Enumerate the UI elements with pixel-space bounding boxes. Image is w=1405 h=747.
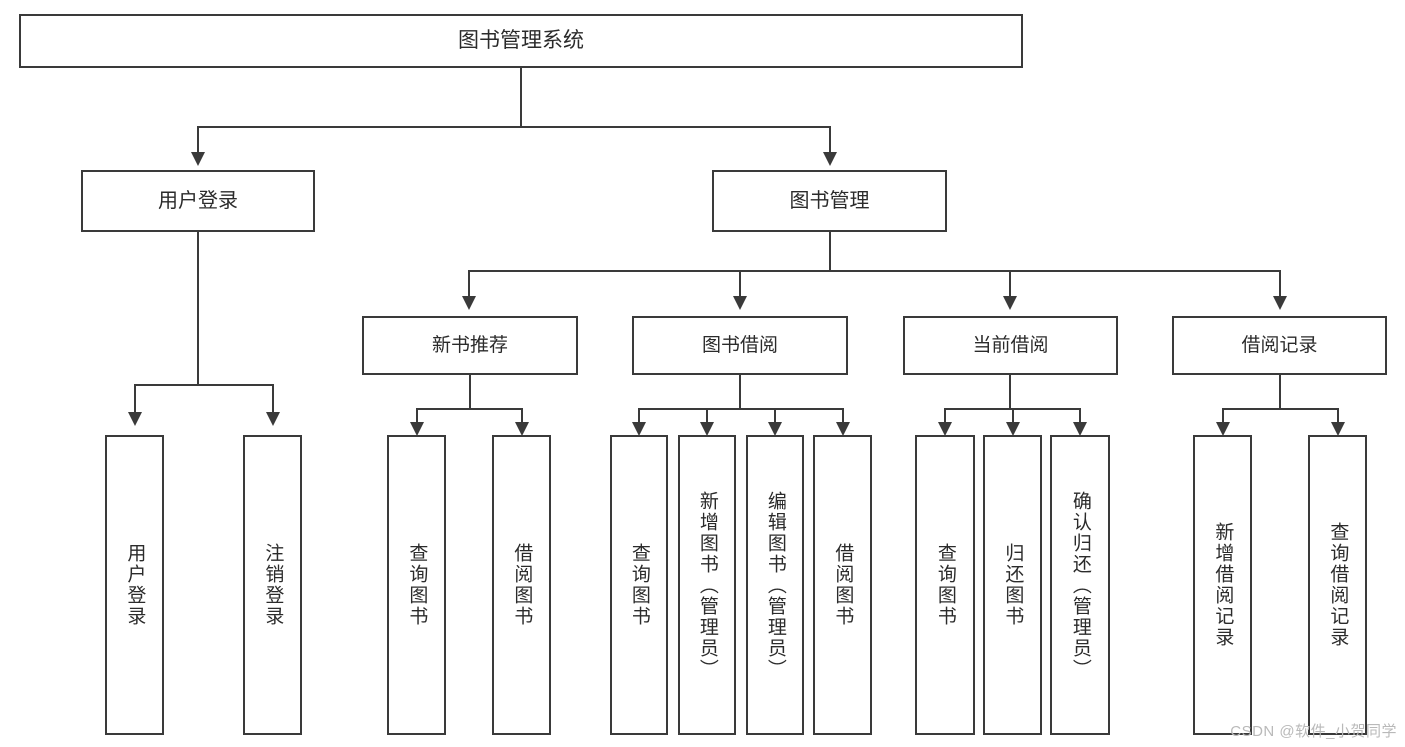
node-label: 借阅图书 — [832, 543, 854, 627]
arrow-down-icon — [462, 296, 476, 310]
node-label: 注销登录 — [262, 543, 284, 627]
arrow-down-icon — [823, 152, 837, 166]
leaf-add-record[interactable]: 新增借阅记录 — [1193, 435, 1252, 735]
arrow-down-icon — [632, 422, 646, 436]
connector-to-leaf-user-logout — [272, 384, 274, 414]
connector-to-leaf-query-book-1 — [416, 408, 418, 424]
connector-user-login-stem — [197, 232, 199, 384]
node-label: 查询图书 — [628, 543, 650, 627]
connector-to-new-book-recommend — [468, 270, 470, 298]
arrow-down-icon — [836, 422, 850, 436]
node-label: 新增图书（管理员） — [696, 490, 718, 680]
node-borrow-record[interactable]: 借阅记录 — [1172, 316, 1387, 375]
node-label: 当前借阅 — [972, 334, 1049, 356]
arrow-down-icon — [191, 152, 205, 166]
leaf-query-record[interactable]: 查询借阅记录 — [1308, 435, 1367, 735]
arrow-down-icon — [1216, 422, 1230, 436]
connector-to-borrow-record — [1279, 270, 1281, 298]
connector-book-manage-stem — [829, 232, 831, 270]
connector-to-leaf-user-login — [134, 384, 136, 414]
leaf-query-book-2[interactable]: 查询图书 — [610, 435, 668, 735]
arrow-down-icon — [410, 422, 424, 436]
watermark-text: CSDN @软件_小贺同学 — [1230, 723, 1397, 740]
arrow-down-icon — [515, 422, 529, 436]
leaf-return-book[interactable]: 归还图书 — [983, 435, 1042, 735]
node-root-book-management-system[interactable]: 图书管理系统 — [19, 14, 1023, 68]
node-new-book-recommend[interactable]: 新书推荐 — [362, 316, 578, 375]
connector-to-leaf-edit-book — [774, 408, 776, 424]
connector-root-to-user-login — [197, 126, 199, 154]
node-label: 新增借阅记录 — [1212, 522, 1234, 648]
arrow-down-icon — [128, 412, 142, 426]
node-current-borrow[interactable]: 当前借阅 — [903, 316, 1118, 375]
connector-to-leaf-borrow-book-2 — [842, 408, 844, 424]
connector-new-book-recommend-bus — [416, 408, 522, 410]
leaf-confirm-return[interactable]: 确认归还（管理员） — [1050, 435, 1110, 735]
connector-to-leaf-add-book — [706, 408, 708, 424]
leaf-user-logout[interactable]: 注销登录 — [243, 435, 302, 735]
connector-borrow-record-bus — [1222, 408, 1338, 410]
node-book-manage[interactable]: 图书管理 — [712, 170, 947, 232]
arrow-down-icon — [1331, 422, 1345, 436]
node-label: 编辑图书（管理员） — [764, 490, 786, 680]
arrow-down-icon — [768, 422, 782, 436]
connector-book-borrow-stem — [739, 375, 741, 408]
connector-book-borrow-bus — [638, 408, 844, 410]
connector-current-borrow-stem — [1009, 375, 1011, 408]
node-label: 查询图书 — [934, 543, 956, 627]
node-label: 图书管理 — [789, 189, 870, 212]
leaf-add-book[interactable]: 新增图书（管理员） — [678, 435, 736, 735]
node-label: 图书管理系统 — [458, 28, 584, 52]
connector-to-book-borrow — [739, 270, 741, 298]
connector-to-leaf-add-record — [1222, 408, 1224, 424]
leaf-edit-book[interactable]: 编辑图书（管理员） — [746, 435, 804, 735]
connector-to-current-borrow — [1009, 270, 1011, 298]
arrow-down-icon — [266, 412, 280, 426]
connector-to-leaf-query-book-2 — [638, 408, 640, 424]
node-label: 新书推荐 — [431, 334, 508, 356]
node-user-login[interactable]: 用户登录 — [81, 170, 315, 232]
node-label: 借阅图书 — [511, 543, 533, 627]
node-label: 图书借阅 — [701, 334, 778, 356]
connector-new-book-recommend-stem — [469, 375, 471, 408]
node-label: 查询借阅记录 — [1327, 522, 1349, 648]
connector-root-stem — [520, 68, 522, 126]
connector-borrow-record-stem — [1279, 375, 1281, 408]
leaf-borrow-book-1[interactable]: 借阅图书 — [492, 435, 551, 735]
node-label: 查询图书 — [406, 543, 428, 627]
connector-root-to-book-manage — [829, 126, 831, 154]
connector-to-leaf-confirm-return — [1079, 408, 1081, 424]
node-label: 归还图书 — [1002, 543, 1024, 627]
connector-to-leaf-query-record — [1337, 408, 1339, 424]
arrow-down-icon — [700, 422, 714, 436]
connector-to-leaf-query-book-3 — [944, 408, 946, 424]
leaf-borrow-book-2[interactable]: 借阅图书 — [813, 435, 872, 735]
connector-book-manage-bus — [468, 270, 1280, 272]
arrow-down-icon — [733, 296, 747, 310]
node-label: 用户登录 — [158, 189, 238, 212]
node-label: 借阅记录 — [1241, 334, 1318, 356]
arrow-down-icon — [1003, 296, 1017, 310]
arrow-down-icon — [938, 422, 952, 436]
leaf-user-login[interactable]: 用户登录 — [105, 435, 164, 735]
node-label: 用户登录 — [124, 543, 146, 627]
node-book-borrow[interactable]: 图书借阅 — [632, 316, 848, 375]
leaf-query-book-3[interactable]: 查询图书 — [915, 435, 975, 735]
arrow-down-icon — [1273, 296, 1287, 310]
connector-root-bus — [197, 126, 831, 128]
connector-user-login-bus — [134, 384, 273, 386]
arrow-down-icon — [1006, 422, 1020, 436]
connector-to-leaf-return-book — [1012, 408, 1014, 424]
node-label: 确认归还（管理员） — [1069, 490, 1091, 680]
connector-to-leaf-borrow-book-1 — [521, 408, 523, 424]
leaf-query-book-1[interactable]: 查询图书 — [387, 435, 446, 735]
arrow-down-icon — [1073, 422, 1087, 436]
